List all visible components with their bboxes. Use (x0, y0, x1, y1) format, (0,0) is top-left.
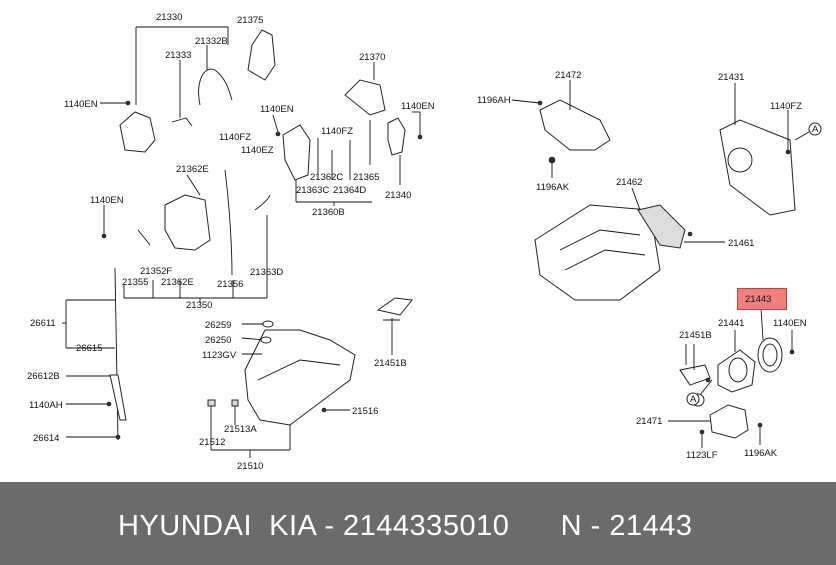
part-label: 26250 (205, 335, 231, 346)
part-label: 26612B (27, 371, 60, 382)
ref-marker-label: A (690, 394, 697, 405)
part-label: 21355 (122, 277, 148, 288)
part-label: 1140FZ (321, 126, 353, 137)
part-label: 21431 (718, 72, 744, 83)
exploded-view-drawing: 21330 21375 21332B 21333 1140EN 1140EN 1… (27, 12, 822, 472)
part-label: 21462 (616, 177, 642, 188)
part-label: 21461 (728, 238, 754, 249)
engine-block (534, 204, 661, 301)
part-label: 21441 (718, 318, 744, 329)
ref-marker-label: A (812, 124, 819, 135)
rear-plate (719, 119, 796, 216)
part-label: 21360B (312, 207, 345, 218)
part-label: 21333 (165, 50, 191, 61)
rear-oil-seal-case (539, 99, 611, 151)
part-label: 21512 (199, 437, 225, 448)
part-label: 1140EZ (241, 145, 274, 156)
part-label: 21364D (333, 185, 366, 196)
part-label: 21513A (224, 424, 257, 435)
part-label: 26615 (76, 343, 102, 354)
oil-pan (244, 329, 356, 426)
part-label: 21471 (636, 416, 662, 427)
part-label: 21451B (374, 358, 407, 369)
part-label: 1140EN (64, 99, 98, 110)
highlighted-part-box (737, 288, 787, 310)
part-label: 21356 (217, 279, 243, 290)
part-label: 21362E (161, 277, 194, 288)
part-label: 21340 (385, 190, 411, 201)
part-label: 1140EN (90, 195, 124, 206)
part-label: 21352F (140, 266, 172, 277)
timing-cover-upper (247, 29, 276, 81)
part-label: 1196AK (744, 448, 778, 459)
part-label: 21362C (310, 172, 343, 183)
part-label: 21451B (679, 330, 712, 341)
footer-bar: HYUNDAI KIA - 2144335010 N - 21443 (0, 482, 836, 565)
part-label: 26259 (205, 320, 231, 331)
parts-diagram: 21330 21375 21332B 21333 1140EN 1140EN 1… (27, 12, 822, 472)
part-label: 1140FZ (770, 101, 802, 112)
part-label: 1140FZ (219, 132, 251, 143)
part-label: 26611 (30, 318, 56, 329)
part-label: 1123LF (686, 450, 718, 461)
part-label: 21510 (237, 461, 263, 472)
part-label: 1140EN (773, 318, 807, 329)
part-label: 21363C (296, 185, 329, 196)
part-label: 26614 (33, 433, 59, 444)
timing-cover-lower (119, 111, 156, 153)
part-label: 1196AK (536, 182, 570, 193)
part-label: 21472 (555, 70, 581, 81)
part-label: 21516 (352, 406, 378, 417)
part-label: 1140AH (29, 400, 63, 411)
oil-pump-cover (164, 194, 211, 251)
part-label: 21350 (186, 300, 212, 311)
part-label: 21370 (359, 52, 385, 63)
part-label: 21362E (176, 164, 209, 175)
part-label: 21375 (237, 15, 263, 26)
part-label: 21363D (250, 267, 283, 278)
part-label: 21365 (353, 172, 379, 183)
part-label: 1123GV (202, 350, 237, 361)
footer-part-number: HYUNDAI KIA - 2144335010 N - 21443 (118, 510, 693, 542)
part-label: 21330 (156, 12, 182, 23)
part-label: 1140EN (260, 104, 294, 115)
part-label: 1196AH (477, 95, 511, 106)
part-label: 1140EN (401, 101, 435, 112)
part-label: 21332B (195, 36, 228, 47)
